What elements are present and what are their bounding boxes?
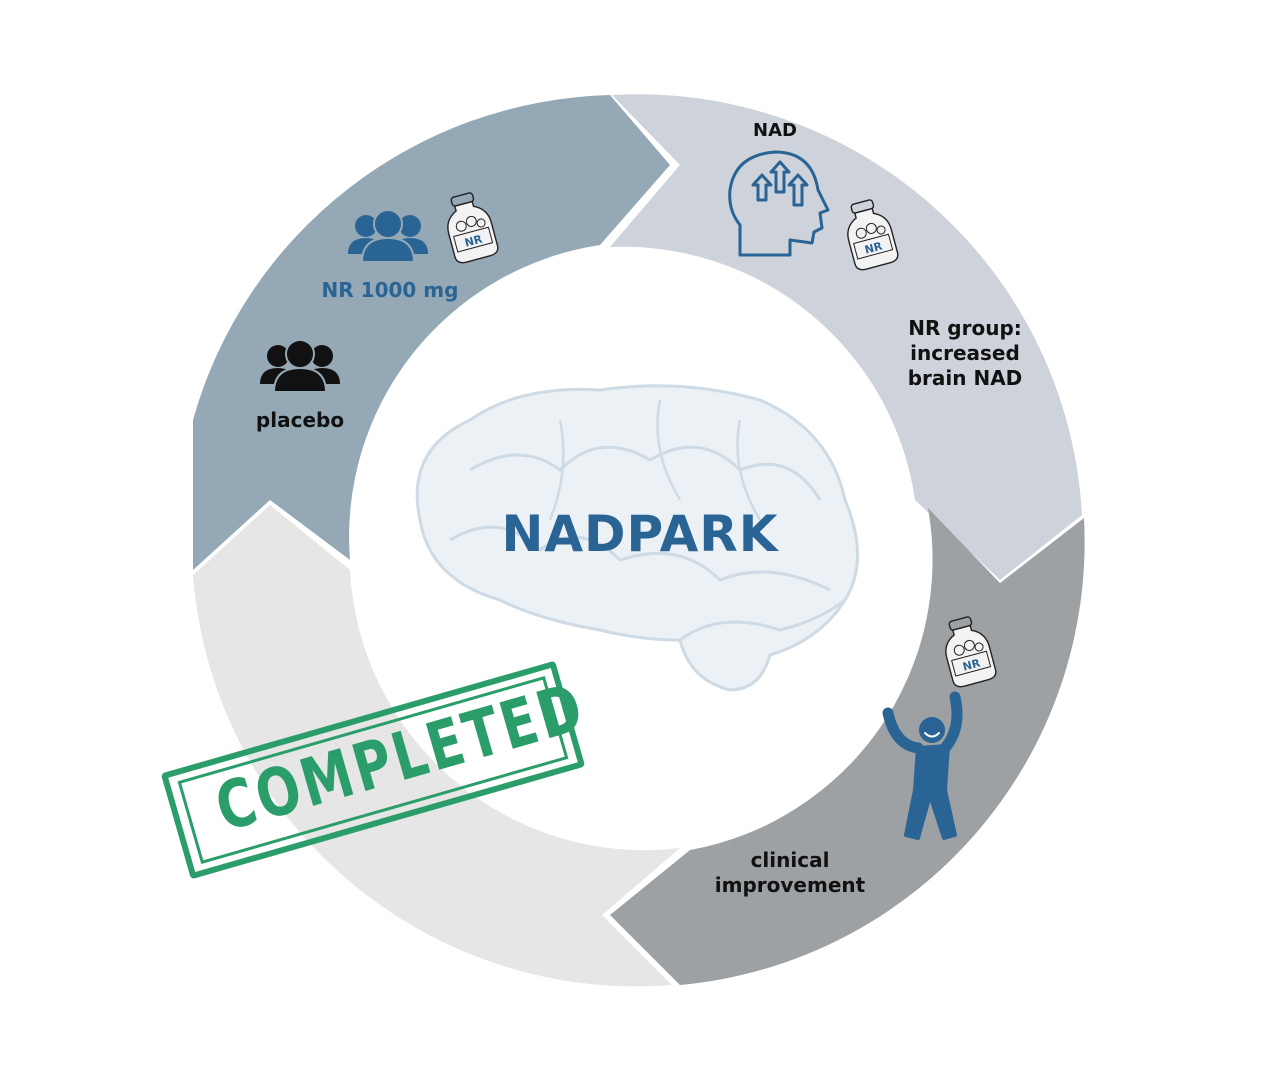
nr-group-line-2: increased <box>910 341 1020 365</box>
page-title: NADPARK <box>501 505 779 563</box>
segment-brain-nad <box>610 94 1082 581</box>
head-arrows-up-icon <box>728 150 830 257</box>
segment-completed <box>193 505 680 987</box>
brain-illustration <box>415 384 859 692</box>
nr-group-line-3: brain NAD <box>907 366 1023 390</box>
nr-group-line-1: NR group: <box>908 316 1022 340</box>
clinical-line-1: clinical <box>750 848 830 872</box>
nad-head-label: NAD <box>753 120 797 141</box>
segment-randomization <box>193 95 670 570</box>
clinical-line-2: improvement <box>714 873 866 897</box>
happy-person-icon <box>882 691 963 840</box>
placebo-label: placebo <box>255 408 345 432</box>
nr-group-result: NR group: increased brain NAD <box>890 316 1040 391</box>
nr-dose-label: NR 1000 mg <box>321 278 459 302</box>
clinical-improvement-label: clinical improvement <box>700 848 880 898</box>
